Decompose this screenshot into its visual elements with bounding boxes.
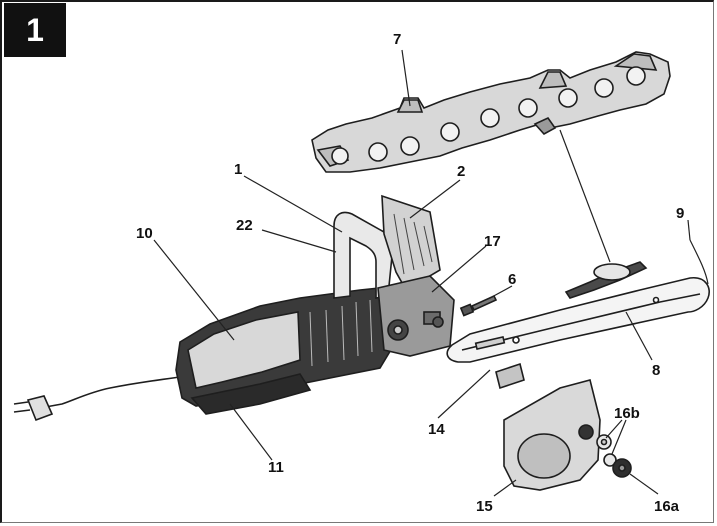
callout-9: 9 xyxy=(676,205,684,222)
saw-chain-detail xyxy=(311,51,671,173)
callout-2: 2 xyxy=(457,163,465,180)
chainsaw-body xyxy=(13,194,455,422)
callout-15: 15 xyxy=(476,498,493,515)
guide-bar xyxy=(446,261,710,363)
callout-22: 22 xyxy=(236,217,253,234)
callout-7: 7 xyxy=(393,31,401,48)
callout-14: 14 xyxy=(428,421,445,438)
callout-6: 6 xyxy=(508,271,516,288)
callout-10: 10 xyxy=(136,225,153,242)
sprocket-cover xyxy=(495,362,601,491)
callout-8: 8 xyxy=(652,362,660,379)
figure-number-badge: 1 xyxy=(4,3,66,57)
callout-11: 11 xyxy=(268,459,284,476)
callout-16a: 16a xyxy=(654,498,680,515)
figure-number: 1 xyxy=(26,11,44,48)
nuts-washers xyxy=(596,434,632,478)
callout-1: 1 xyxy=(234,161,242,178)
bar-bolt xyxy=(459,294,498,317)
callout-17: 17 xyxy=(484,233,501,250)
leader-lines xyxy=(153,49,691,497)
callout-16b: 16b xyxy=(614,405,640,422)
